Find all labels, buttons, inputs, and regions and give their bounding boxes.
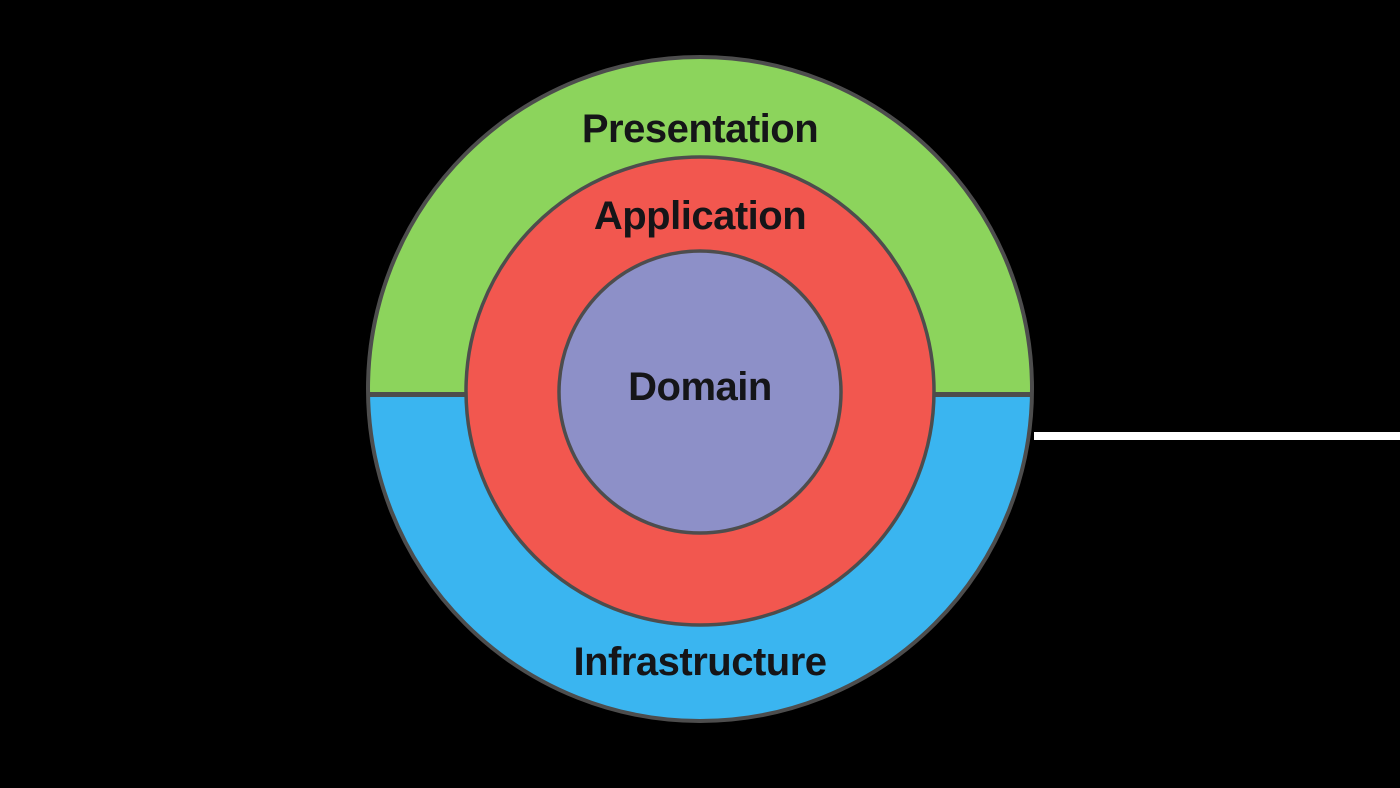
white-band bbox=[1034, 432, 1400, 440]
label-domain: Domain bbox=[628, 365, 772, 409]
onion-diagram: Presentation Application Domain Infrastr… bbox=[366, 55, 1400, 723]
label-application: Application bbox=[594, 194, 806, 238]
label-infrastructure: Infrastructure bbox=[573, 640, 826, 684]
outer-rim bbox=[366, 55, 1034, 723]
label-presentation: Presentation bbox=[582, 107, 818, 151]
domain-circle bbox=[557, 249, 843, 535]
